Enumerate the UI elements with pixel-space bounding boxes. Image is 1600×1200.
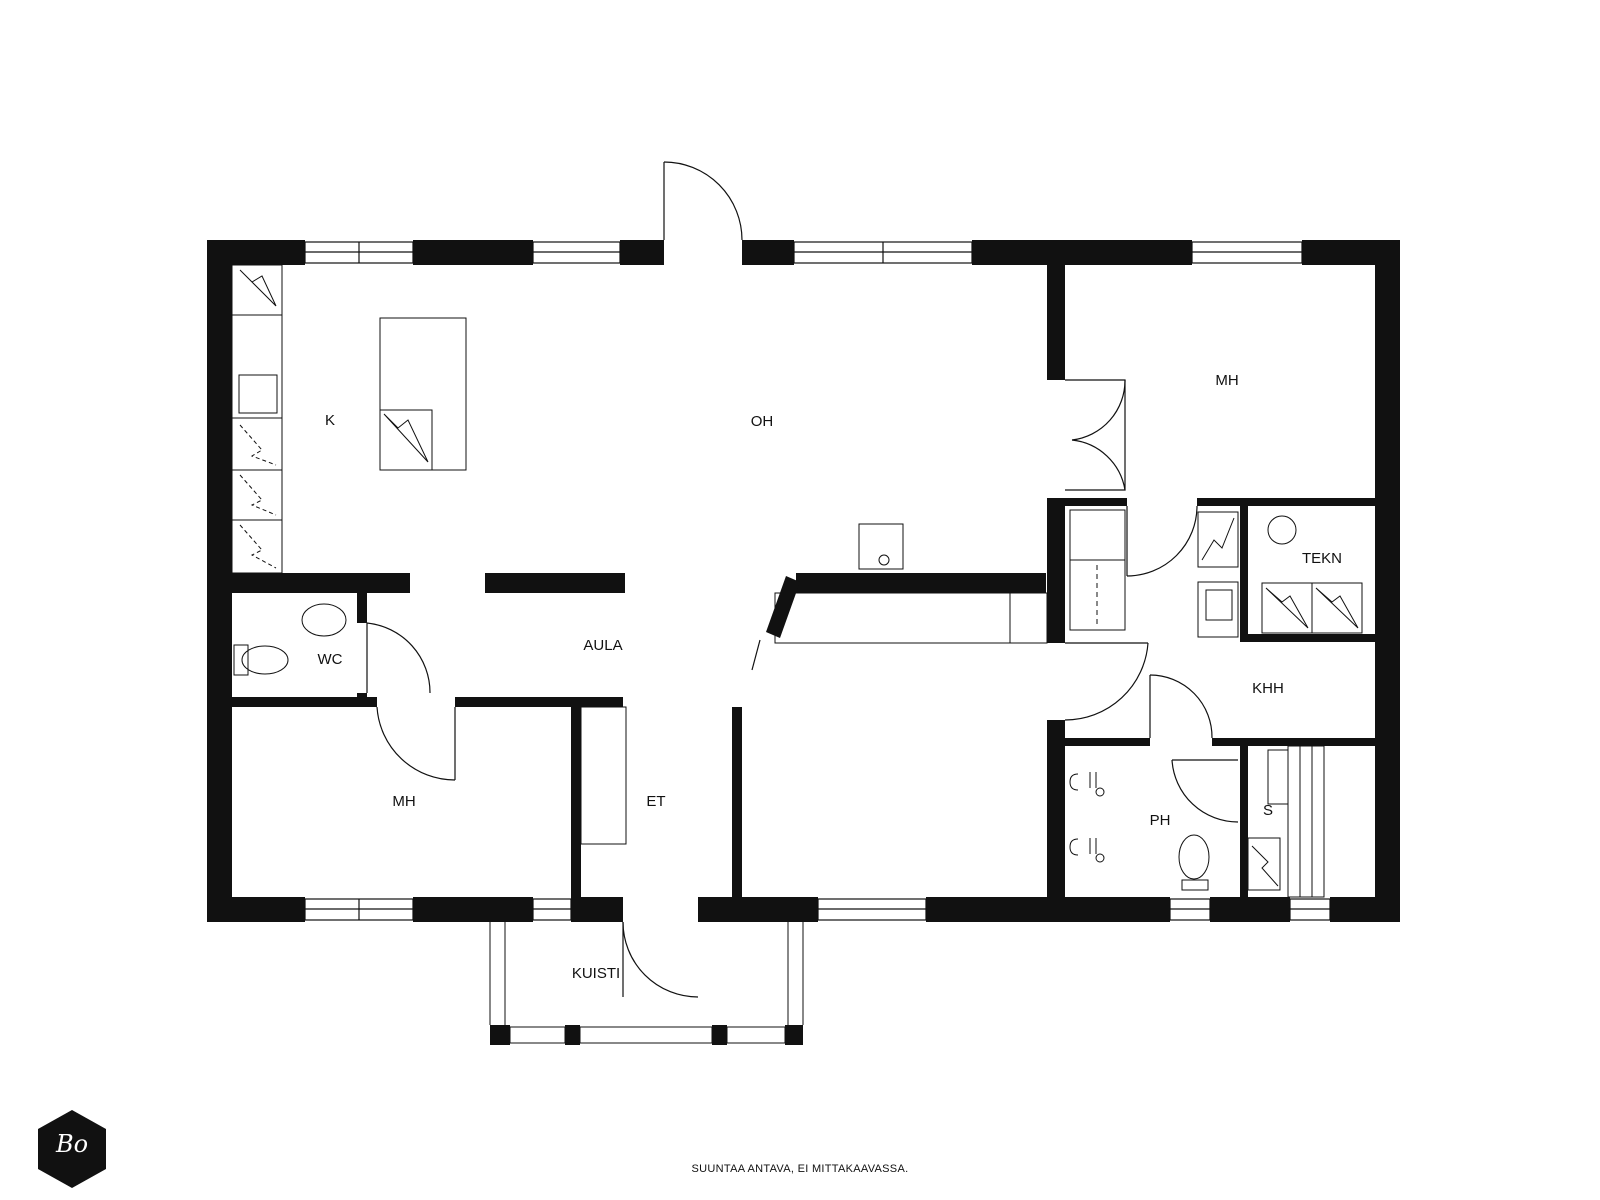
- room-label-aula: AULA: [583, 637, 622, 654]
- room-label-mh-left: MH: [392, 793, 415, 810]
- brand-logo: [38, 1110, 106, 1188]
- porch: [489, 922, 804, 1045]
- room-label-ph: PH: [1150, 812, 1171, 829]
- room-label-wc: WC: [318, 651, 343, 668]
- interior-walls: [207, 265, 1375, 897]
- windows: [304, 241, 1331, 921]
- room-label-khh: KHH: [1252, 680, 1284, 697]
- room-label-s: S: [1263, 802, 1273, 819]
- room-label-oh: OH: [751, 413, 774, 430]
- doors: [366, 161, 1239, 998]
- room-label-kuisti: KUISTI: [572, 965, 620, 982]
- room-label-k: K: [325, 412, 335, 429]
- outer-walls: [207, 240, 1400, 922]
- disclaimer-note: SUUNTAA ANTAVA, EI MITTAKAAVASSA.: [691, 1163, 909, 1175]
- room-label-tekn: TEKN: [1302, 550, 1342, 567]
- room-labels: K OH MH WC AULA TEKN KHH MH ET PH S KUIS…: [318, 372, 1343, 982]
- brand-logo-text: Bo: [55, 1130, 89, 1158]
- room-label-mh-right: MH: [1215, 372, 1238, 389]
- room-label-et: ET: [646, 793, 665, 810]
- fixtures: [231, 264, 1363, 898]
